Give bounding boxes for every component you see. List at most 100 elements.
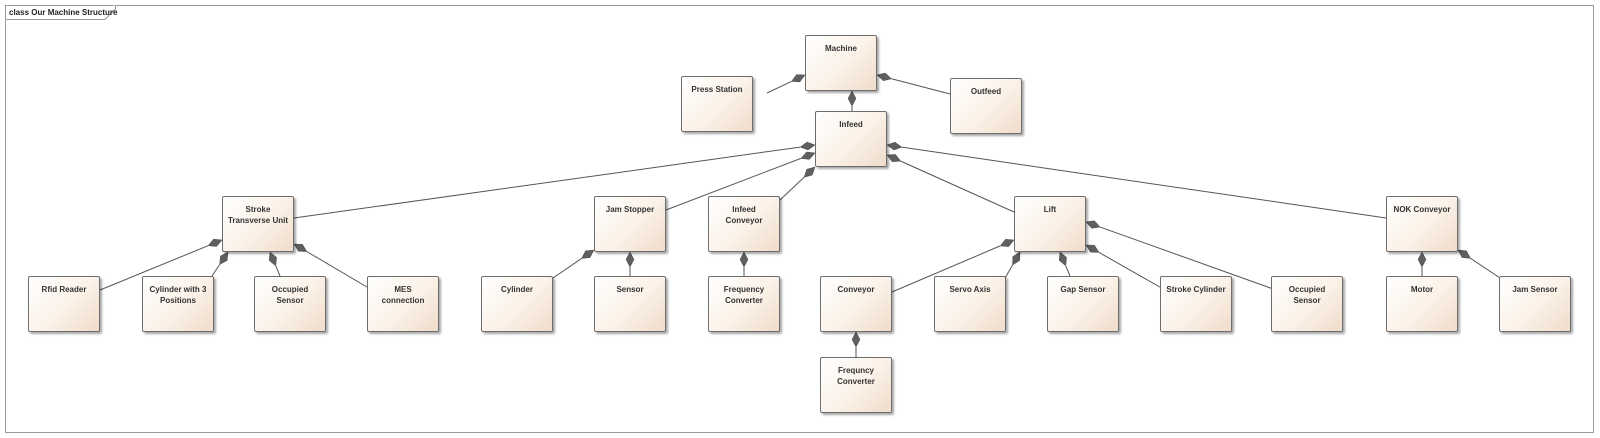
composition-diamond-icon (1058, 251, 1067, 267)
class-node-label: Occupied Sensor (271, 285, 309, 305)
composition-diamond-icon (1085, 220, 1101, 229)
composition-diamond-icon (886, 154, 902, 162)
class-node-label: Conveyor (837, 285, 875, 294)
composition-edge-jam-stopper-sensor (625, 251, 635, 276)
class-node-cylinder[interactable]: Cylinder (481, 276, 553, 332)
class-node-label: Infeed (839, 120, 863, 129)
class-node-label: Gap Sensor (1060, 285, 1106, 294)
association-line (211, 264, 221, 277)
association-line (306, 251, 373, 291)
diagram-frame (5, 5, 1594, 433)
class-node-lift[interactable]: Lift (1014, 196, 1086, 252)
composition-diamond-icon (847, 90, 857, 107)
class-node-infeed[interactable]: Infeed (815, 111, 887, 167)
class-node-label: Lift (1043, 205, 1057, 214)
class-node-label: Cylinder (500, 285, 533, 294)
association-line (900, 160, 1015, 213)
class-node-mes-connection[interactable]: MES connection (367, 276, 439, 332)
composition-diamond-icon (876, 72, 893, 82)
composition-diamond-icon (219, 251, 229, 265)
composition-diamond-icon (1085, 244, 1100, 253)
class-node-nok-conveyor[interactable]: NOK Conveyor (1386, 196, 1458, 252)
class-node-occupied-sensor-2[interactable]: Occupied Sensor (1271, 276, 1343, 332)
class-node-infeed-conveyor[interactable]: Infeed Conveyor (708, 196, 780, 252)
composition-edge-stroke-transverse-unit-mes-connection (293, 243, 373, 291)
class-node-label: Jam Stopper (605, 205, 655, 214)
composition-diamond-icon (268, 251, 277, 267)
composition-diamond-icon (1012, 251, 1021, 266)
composition-diamond-icon (790, 74, 806, 83)
association-line (779, 176, 805, 201)
class-node-label: Machine (824, 44, 857, 53)
class-node-label: NOK Conveyor (1393, 205, 1451, 214)
composition-diamond-icon (581, 249, 595, 259)
composition-diamond-icon (851, 331, 861, 348)
class-node-rfid-reader[interactable]: Rfid Reader (28, 276, 100, 332)
composition-edge-jam-stopper-cylinder (552, 249, 595, 279)
composition-edge-lift-stroke-cylinder (1085, 244, 1166, 291)
composition-edge-infeed-stroke-transverse-unit (293, 141, 816, 219)
class-node-cylinder-3-positions[interactable]: Cylinder with 3 Positions (142, 276, 214, 332)
class-node-label: Frequency Converter (723, 285, 765, 305)
association-line (1099, 226, 1291, 296)
composition-edge-nok-conveyor-motor (1417, 251, 1427, 276)
class-node-label: Motor (1410, 285, 1434, 294)
association-line (665, 157, 802, 211)
class-node-label: Servo Axis (949, 285, 991, 294)
composition-diamond-icon (999, 239, 1015, 247)
association-line (552, 258, 582, 279)
composition-diamond-icon (1457, 249, 1471, 259)
class-node-label: Stroke Transverse Unit (227, 205, 289, 225)
association-line (1098, 251, 1166, 291)
class-node-press-station[interactable]: Press Station (681, 76, 753, 132)
composition-diamond-icon (625, 251, 635, 268)
class-node-motor[interactable]: Motor (1386, 276, 1458, 332)
composition-edge-machine-infeed (847, 90, 857, 111)
class-node-label: Infeed Conveyor (725, 205, 763, 225)
composition-diamond-icon (886, 141, 903, 151)
class-node-occupied-sensor-1[interactable]: Occupied Sensor (254, 276, 326, 332)
composition-diamond-icon (293, 243, 308, 252)
class-node-label: Occupied Sensor (1288, 285, 1326, 305)
class-node-gap-sensor[interactable]: Gap Sensor (1047, 276, 1119, 332)
composition-edge-stroke-transverse-unit-cylinder-3-positions (211, 251, 229, 277)
class-node-machine[interactable]: Machine (805, 35, 877, 91)
class-node-label: MES connection (381, 285, 425, 305)
composition-edge-lift-servo-axis (1003, 251, 1021, 281)
class-node-stroke-transverse-unit[interactable]: Stroke Transverse Unit (222, 196, 294, 252)
composition-edge-lift-occupied-sensor-2 (1085, 220, 1291, 296)
composition-edge-machine-press-station (766, 74, 806, 94)
association-line (891, 245, 1001, 293)
association-line (766, 80, 792, 94)
composition-edge-nok-conveyor-jam-sensor (1457, 249, 1501, 279)
class-node-label: Outfeed (970, 87, 1002, 96)
association-line (293, 146, 801, 219)
class-node-sensor[interactable]: Sensor (594, 276, 666, 332)
composition-edge-stroke-transverse-unit-rfid-reader (99, 238, 223, 291)
class-node-label: Rfid Reader (41, 285, 87, 294)
association-line (1470, 257, 1501, 279)
class-node-conveyor[interactable]: Conveyor (820, 276, 892, 332)
class-node-label: Stroke Cylinder (1166, 285, 1226, 294)
composition-edge-infeed-nok-conveyor (886, 141, 1387, 219)
class-node-label: Frequncy Converter (837, 366, 875, 386)
class-node-frequncy-converter[interactable]: Frequncy Converter (820, 357, 892, 413)
class-node-label: Cylinder with 3 Positions (149, 285, 207, 305)
composition-diamond-icon (739, 251, 749, 268)
composition-diamond-icon (800, 151, 816, 160)
association-line (99, 245, 209, 291)
class-node-frequency-converter[interactable]: Frequency Converter (708, 276, 780, 332)
class-node-jam-sensor[interactable]: Jam Sensor (1499, 276, 1571, 332)
class-node-label: Sensor (616, 285, 644, 294)
composition-edge-lift-gap-sensor (1058, 251, 1071, 277)
class-node-outfeed[interactable]: Outfeed (950, 78, 1022, 134)
composition-edge-machine-outfeed (876, 72, 951, 95)
class-node-jam-stopper[interactable]: Jam Stopper (594, 196, 666, 252)
composition-edge-conveyor-frequncy-converter (851, 331, 861, 357)
frame-title: class Our Machine Structure (9, 8, 118, 17)
class-node-stroke-cylinder[interactable]: Stroke Cylinder (1160, 276, 1232, 332)
association-line (901, 146, 1387, 219)
class-node-servo-axis[interactable]: Servo Axis (934, 276, 1006, 332)
composition-edge-infeed-infeed-conveyor (779, 166, 816, 201)
